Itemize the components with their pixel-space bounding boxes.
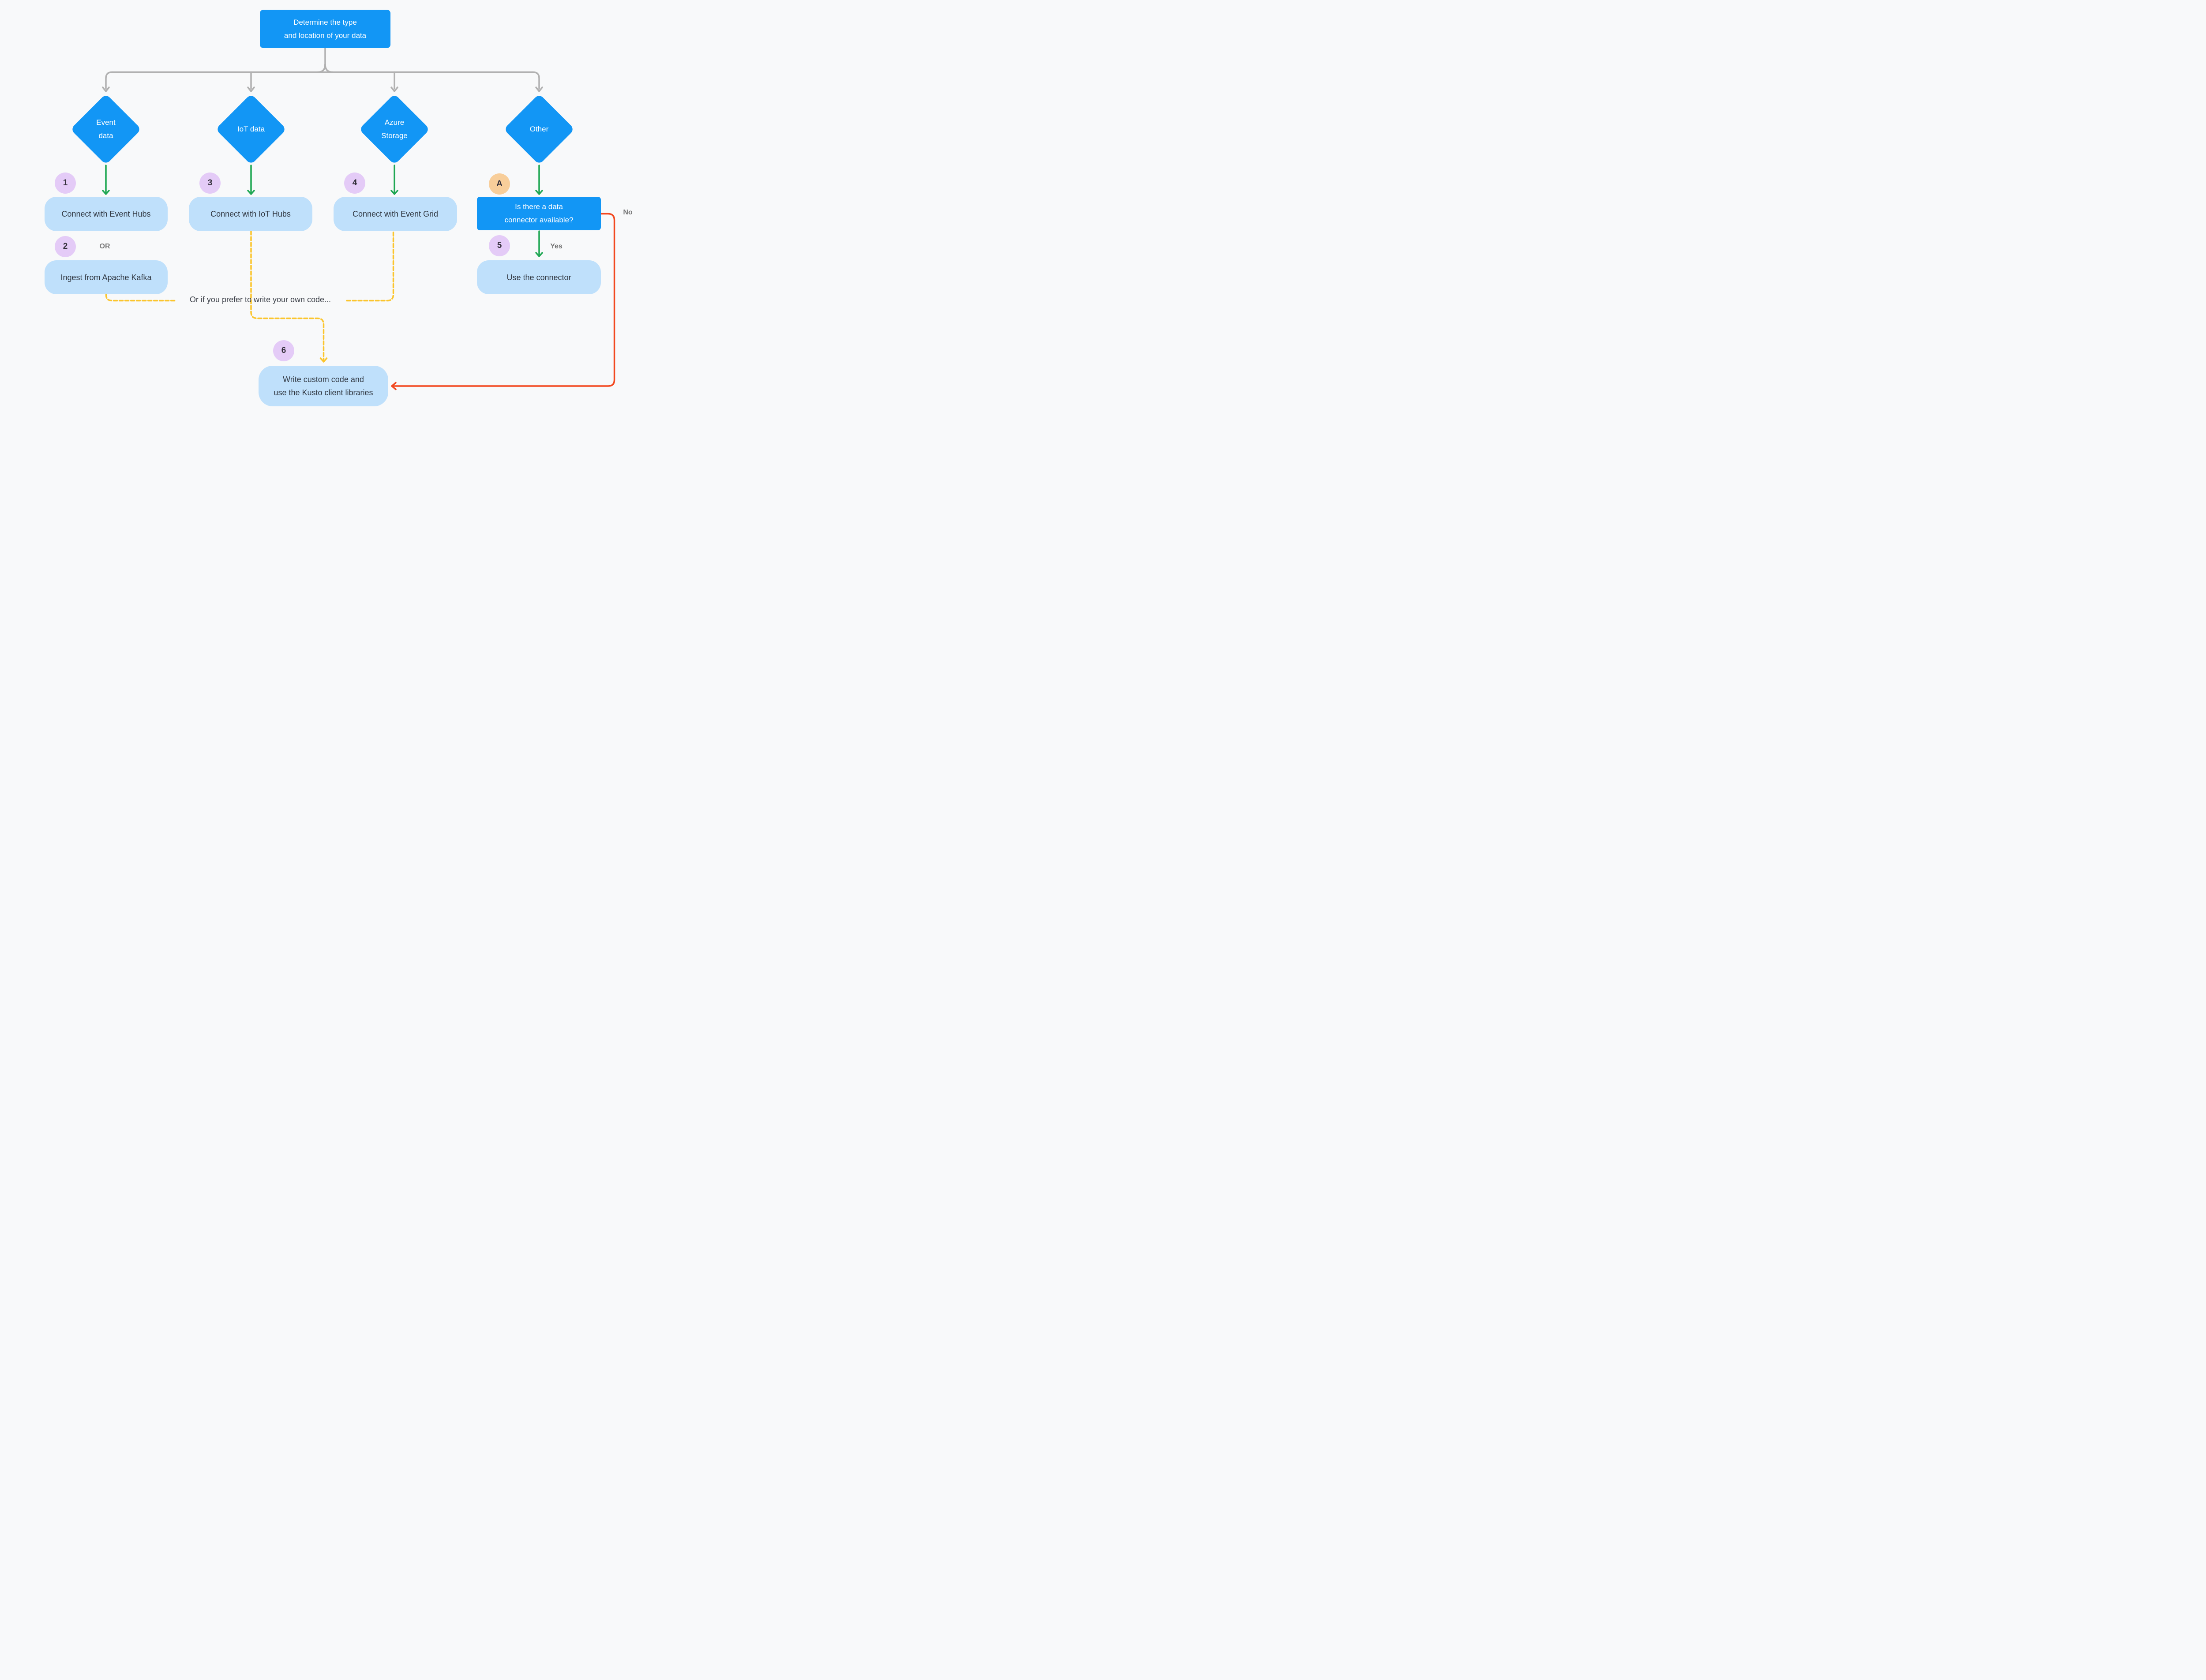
diamond-event-data: Event data	[70, 94, 142, 165]
gray-fanout-connector	[102, 47, 543, 92]
green-arrowhead-icon	[390, 190, 398, 195]
green-arrowhead-icon	[535, 252, 543, 257]
step-badge-2: 2	[55, 236, 76, 257]
green-arrowhead-icon	[535, 190, 543, 195]
connector-layer	[102, 47, 615, 390]
gray-arrowhead-icon	[247, 86, 255, 92]
step-badge-6: 6	[273, 340, 294, 361]
action-ingest-apache-kafka: Ingest from Apache Kafka	[45, 260, 168, 294]
diamond-label: Azure Storage	[381, 118, 408, 140]
action-use-the-connector: Use the connector	[477, 260, 601, 294]
green-arrowhead-icon	[247, 190, 255, 195]
diamond-iot-data: IoT data	[215, 94, 287, 165]
red-no-connector	[391, 213, 615, 390]
green-arrows	[102, 165, 543, 257]
action-connect-iot-hubs: Connect with IoT Hubs	[189, 197, 312, 231]
flowchart-canvas: Determine the type and location of your …	[0, 0, 671, 420]
yellow-dashed-connectors	[105, 230, 394, 361]
question-data-connector: Is there a data connector available?	[477, 197, 601, 230]
yes-label: Yes	[550, 243, 563, 250]
action-connect-event-hubs: Connect with Event Hubs	[45, 197, 168, 231]
custom-code-note: Or if you prefer to write your own code.…	[189, 295, 331, 304]
red-arrowhead-icon	[391, 382, 397, 390]
action-connect-event-grid: Connect with Event Grid	[334, 197, 457, 231]
diamond-other: Other	[503, 94, 575, 165]
action-write-custom-code: Write custom code and use the Kusto clie…	[259, 366, 388, 406]
gray-arrowhead-icon	[535, 86, 543, 92]
diamond-label: Other	[529, 125, 549, 133]
or-label: OR	[99, 243, 110, 250]
gray-arrowhead-icon	[390, 86, 398, 92]
step-badge-5: 5	[489, 235, 510, 256]
diamond-label: Event data	[96, 118, 116, 140]
start-node: Determine the type and location of your …	[260, 10, 390, 48]
no-label: No	[623, 209, 633, 216]
step-badge-3: 3	[199, 172, 221, 194]
step-badge-a: A	[489, 173, 510, 195]
step-badge-1: 1	[55, 172, 76, 194]
diamond-azure-storage: Azure Storage	[359, 94, 430, 165]
diamond-label: IoT data	[237, 125, 265, 133]
yellow-arrowhead-icon	[319, 357, 328, 363]
green-arrowhead-icon	[102, 190, 110, 195]
gray-arrowhead-icon	[102, 86, 110, 92]
step-badge-4: 4	[344, 172, 365, 194]
